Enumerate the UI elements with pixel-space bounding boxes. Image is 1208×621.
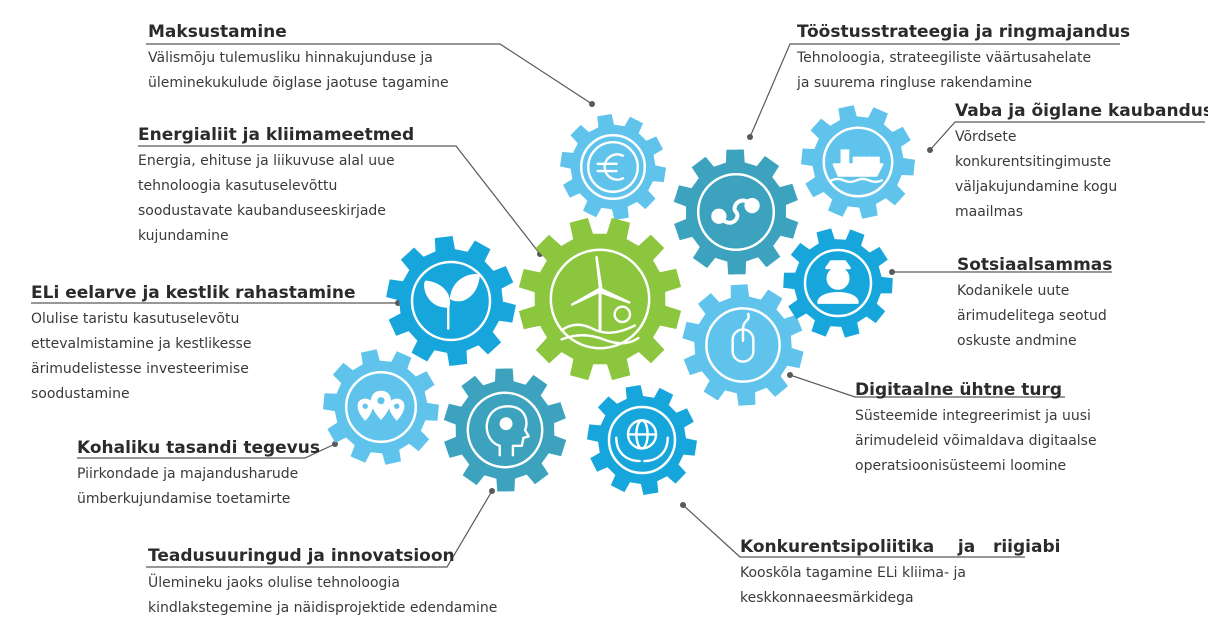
gear-ring	[549, 248, 651, 350]
gear-mouse	[682, 284, 804, 406]
connector-toostus	[747, 43, 1120, 140]
wind-turbine-icon	[560, 255, 640, 345]
topic-title: Digitaalne ühtne turg	[855, 380, 1063, 400]
computer-mouse-icon	[731, 312, 755, 363]
topic-text: Ülemineku jaoks olulise tehnoloogia kind…	[148, 575, 498, 616]
topic-kaubandus: Vaba ja õiglane kaubandus Võrdsete konku…	[955, 100, 1208, 225]
gear-idea	[443, 368, 567, 492]
topic-title: ELi eelarve ja kestlik rahastamine	[31, 283, 356, 303]
gear-ship	[801, 105, 915, 219]
connector-kohalik	[77, 441, 338, 459]
gear-ring	[579, 133, 647, 201]
idea-head-icon	[485, 405, 530, 457]
circular-economy-icon	[711, 197, 760, 225]
topic-text: Olulise taristu kasutuselevõtu ettevalmi…	[31, 311, 252, 402]
topic-title: Vaba ja õiglane kaubandus	[955, 101, 1208, 121]
connector-maksustamine	[146, 43, 595, 107]
location-pins-icon	[357, 390, 405, 421]
topic-maksustamine: Maksustamine Välismõju tulemusliku hinna…	[148, 21, 449, 96]
topic-title: Energialiit ja kliimameetmed	[138, 125, 415, 145]
topic-text: Välismõju tulemusliku hinnakujunduse ja …	[148, 50, 449, 91]
topic-title: Maksustamine	[148, 22, 287, 42]
connector-teadus	[146, 488, 495, 568]
topic-digitaalne: Digitaalne ühtne turg Süsteemide integre…	[855, 379, 1097, 479]
connector-sotsiaal	[889, 269, 1112, 275]
cargo-ship-icon	[830, 149, 884, 184]
gear-person	[783, 228, 893, 338]
topic-text: Kooskõla tagamine ELi kliima- ja keskkon…	[740, 565, 966, 606]
topic-text: Võrdsete konkurentsitingimuste väljakuju…	[955, 129, 1118, 220]
topic-kohalik: Kohaliku tasandi tegevus Piirkondade ja …	[77, 437, 320, 512]
connector-konkurents	[680, 502, 1025, 558]
topic-text: Piirkondade ja majandusharude ümberkujun…	[77, 466, 299, 507]
topic-text: Süsteemide integreerimist ja uusi ärimud…	[855, 408, 1097, 474]
gear-wind	[518, 217, 682, 381]
gear-ring	[803, 248, 873, 318]
plant-icon	[424, 274, 480, 330]
gear-ring	[607, 405, 677, 475]
gear-ring	[705, 307, 781, 383]
connector-lines	[31, 43, 1205, 568]
gear-circular	[673, 149, 799, 275]
gear-globe	[587, 385, 697, 495]
gear-ring	[344, 370, 418, 444]
euro-icon	[587, 141, 639, 193]
gear-body	[682, 284, 804, 406]
topic-title: Teadusuuringud ja innovatsioon	[148, 546, 455, 566]
gear-ring	[696, 172, 776, 252]
topic-teadus: Teadusuuringud ja innovatsioon Ülemineku…	[148, 545, 497, 621]
topic-title: Kohaliku tasandi tegevus	[77, 438, 320, 458]
gear-location	[323, 349, 439, 465]
person-icon	[817, 260, 859, 304]
gear-body	[560, 114, 666, 220]
gear-ring	[822, 126, 894, 198]
topic-text: Tehnoloogia, strateegiliste väärtusahela…	[797, 50, 1092, 91]
topic-title: Sotsiaalsammas	[957, 255, 1113, 275]
gear-ring	[466, 391, 544, 469]
globe-hands-icon	[615, 419, 669, 463]
topic-toostusstrateegia: Tööstusstrateegia ja ringmajandus Tehnol…	[797, 21, 1130, 96]
gear-ring	[410, 260, 492, 342]
topic-konkurents: Konkurentsipoliitika ja riigiabi Kooskõl…	[740, 536, 1060, 611]
gear-plant	[386, 236, 516, 366]
gear-cluster	[323, 105, 915, 495]
topic-title: Konkurentsipoliitika ja riigiabi	[740, 537, 1061, 557]
topic-title: Tööstusstrateegia ja ringmajandus	[797, 22, 1131, 42]
topic-sotsiaalsammas: Sotsiaalsammas Kodanikele uute ärimudeli…	[957, 254, 1112, 354]
topic-eelarve: ELi eelarve ja kestlik rahastamine Oluli…	[31, 282, 356, 407]
gear-body	[587, 385, 697, 495]
gear-body	[386, 236, 516, 366]
gear-euro	[560, 114, 666, 220]
topic-text: Energia, ehituse ja liikuvuse alal uue t…	[138, 153, 395, 244]
topic-text: Kodanikele uute ärimudelitega seotud osk…	[957, 283, 1107, 349]
connector-digital	[787, 372, 1065, 398]
topic-energialiit: Energialiit ja kliimameetmed Energia, eh…	[138, 124, 414, 249]
connector-kaubandus	[927, 121, 1205, 153]
